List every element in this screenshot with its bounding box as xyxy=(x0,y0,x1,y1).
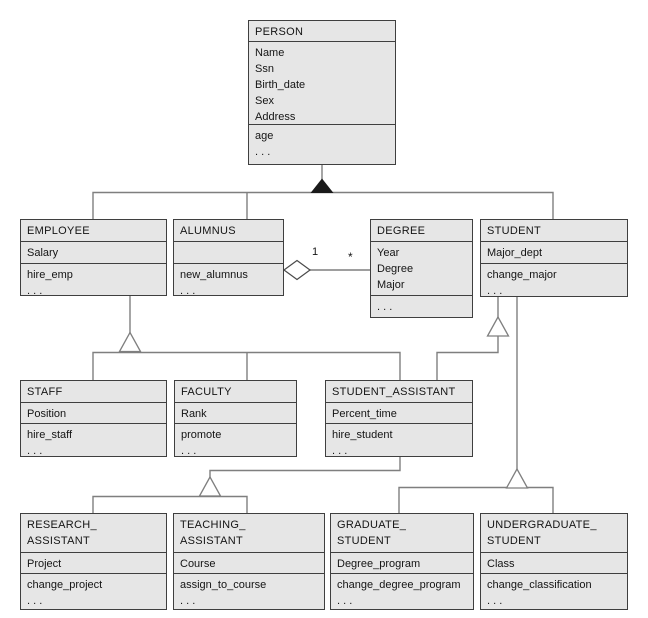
class-operations: . . . xyxy=(371,295,472,319)
class-attributes: Name Ssn Birth_date Sex Address xyxy=(249,41,395,124)
class-title: STUDENT_ASSISTANT xyxy=(332,386,456,398)
class-attributes: Rank xyxy=(175,402,296,423)
class-attributes: Class xyxy=(481,552,627,573)
class-attributes: Position xyxy=(21,402,166,423)
open-generalization-triangle-employee-icon xyxy=(118,331,142,353)
class-title: FACULTY xyxy=(181,386,232,398)
multiplicity-label-many: * xyxy=(348,250,353,264)
aggregation-diamond-icon xyxy=(282,259,312,281)
open-generalization-triangle-assistant-icon xyxy=(198,475,222,497)
class-degree: DEGREE Year Degree Major . . . xyxy=(370,219,473,318)
class-attributes: Project xyxy=(21,552,166,573)
class-title: DEGREE xyxy=(377,225,426,237)
class-operations: new_alumnus . . . xyxy=(174,263,283,297)
class-operations: change_degree_program . . . xyxy=(331,573,473,611)
filled-generalization-triangle-icon xyxy=(310,178,334,193)
generalization-student-to-grad-lines xyxy=(398,297,554,513)
class-title: PERSON xyxy=(255,26,304,38)
class-alumnus: ALUMNUS new_alumnus . . . xyxy=(173,219,284,297)
class-undergraduate-student: UNDERGRADUATE_ STUDENT Class change_clas… xyxy=(480,513,628,610)
class-title: EMPLOYEE xyxy=(27,225,90,237)
class-student: STUDENT Major_dept change_major . . . xyxy=(480,219,628,297)
class-operations: change_project . . . xyxy=(21,573,166,611)
class-operations: age . . . xyxy=(249,124,395,166)
class-research-assistant: RESEARCH_ ASSISTANT Project change_proje… xyxy=(20,513,167,610)
class-operations: hire_emp . . . xyxy=(21,263,166,297)
class-attributes: Year Degree Major xyxy=(371,241,472,295)
generalization-student-to-assistant-lines xyxy=(436,297,499,380)
class-title: ALUMNUS xyxy=(180,225,236,237)
class-operations: hire_staff . . . xyxy=(21,423,166,458)
class-operations: assign_to_course . . . xyxy=(174,573,324,611)
open-generalization-triangle-student2-icon xyxy=(505,467,529,489)
class-staff: STAFF Position hire_staff . . . xyxy=(20,380,167,457)
class-attributes: Percent_time xyxy=(326,402,472,423)
class-title: RESEARCH_ ASSISTANT xyxy=(27,519,97,547)
class-title: STAFF xyxy=(27,386,63,398)
multiplicity-label-one: 1 xyxy=(312,246,319,258)
class-employee: EMPLOYEE Salary hire_emp . . . xyxy=(20,219,167,297)
class-operations: change_classification . . . xyxy=(481,573,627,611)
class-teaching-assistant: TEACHING_ ASSISTANT Course assign_to_cou… xyxy=(173,513,325,610)
class-operations: change_major . . . xyxy=(481,263,627,298)
class-title: UNDERGRADUATE_ STUDENT xyxy=(487,519,597,547)
class-faculty: FACULTY Rank promote . . . xyxy=(174,380,297,457)
class-title: GRADUATE_ STUDENT xyxy=(337,519,407,547)
class-title: TEACHING_ ASSISTANT xyxy=(180,519,246,547)
class-attributes: Degree_program xyxy=(331,552,473,573)
class-title: STUDENT xyxy=(487,225,542,237)
generalization-employee-lines xyxy=(92,296,401,380)
class-operations: hire_student . . . xyxy=(326,423,472,458)
class-attributes: Major_dept xyxy=(481,241,627,263)
class-student-assistant: STUDENT_ASSISTANT Percent_time hire_stud… xyxy=(325,380,473,457)
class-attributes xyxy=(174,241,283,263)
class-attributes: Salary xyxy=(21,241,166,263)
class-operations: promote . . . xyxy=(175,423,296,458)
class-attributes: Course xyxy=(174,552,324,573)
generalization-assistant-lines xyxy=(92,457,401,513)
open-generalization-triangle-student-icon xyxy=(486,315,510,337)
class-person: PERSON Name Ssn Birth_date Sex Address a… xyxy=(248,20,396,165)
class-graduate-student: GRADUATE_ STUDENT Degree_program change_… xyxy=(330,513,474,610)
